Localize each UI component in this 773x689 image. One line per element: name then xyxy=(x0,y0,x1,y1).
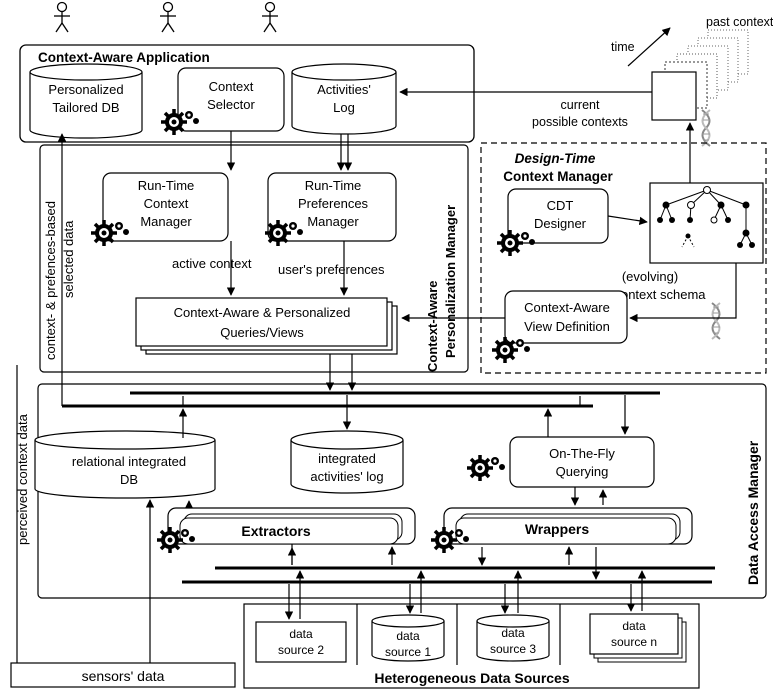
data-source-1-label-2: source 1 xyxy=(385,645,431,659)
data-source-3-label-2: source 3 xyxy=(490,642,536,656)
activities-log-cylinder xyxy=(291,63,397,135)
extractors-label: Extractors xyxy=(241,523,310,539)
sensors-data-box xyxy=(10,662,236,688)
data-source-2-label-2: source 2 xyxy=(278,643,324,657)
integrated-log-label-1: integrated xyxy=(318,451,376,466)
gear-icon xyxy=(465,453,507,483)
time-arrow xyxy=(627,27,671,67)
data-source-3-cylinder xyxy=(476,614,550,662)
queries-views-label-2: Queries/Views xyxy=(220,325,304,340)
context-aware-application-title: Context-Aware Application xyxy=(38,50,210,65)
relational-db-label-2: DB xyxy=(120,472,138,487)
wrappers-label: Wrappers xyxy=(525,521,590,537)
runtime-preferences-manager-label-2: Preferences xyxy=(298,196,369,211)
context-schema-label-1: (evolving) xyxy=(622,269,678,284)
runtime-preferences-manager-box xyxy=(267,172,397,242)
cdt-designer-label-1: CDT xyxy=(547,198,574,213)
view-definition-label-2: View Definition xyxy=(524,319,610,334)
integrated-log-label-2: activities' log xyxy=(310,469,383,484)
data-source-3-label-1: data xyxy=(501,626,525,640)
extractors-box xyxy=(167,507,416,545)
context-selector-label-1: Context xyxy=(209,79,254,94)
data-source-n-label-1: data xyxy=(622,619,646,633)
data-source-2-box xyxy=(255,621,347,663)
cdt-to-schema-arrow xyxy=(607,215,648,226)
user-actor-icon xyxy=(53,1,71,33)
queries-views-box xyxy=(135,297,398,355)
relational-db-cylinder xyxy=(34,430,216,499)
activities-log-label-1: Activities' xyxy=(317,82,371,97)
perceived-context-label: perceived context data xyxy=(15,413,30,545)
context-selector-label-2: Selector xyxy=(207,97,255,112)
heterogeneous-sources-title: Heterogeneous Data Sources xyxy=(374,670,569,686)
runtime-preferences-manager-label-3: Manager xyxy=(307,214,359,229)
heterogeneous-sources-box xyxy=(243,603,700,689)
queries-views-label-1: Context-Aware & Personalized xyxy=(174,305,351,320)
otf-querying-box xyxy=(509,436,655,488)
view-definition-box xyxy=(504,290,628,344)
otf-querying-label-2: Querying xyxy=(556,464,609,479)
runtime-context-manager-label-2: Context xyxy=(144,196,189,211)
tailored-db-cylinder xyxy=(29,63,143,139)
data-source-1-label-1: data xyxy=(396,629,420,643)
dna-helix-icon xyxy=(701,109,711,147)
personalization-manager-title-2: Personalization Manager xyxy=(443,205,458,358)
runtime-context-manager-label-1: Run-Time xyxy=(138,178,195,193)
wrappers-box xyxy=(443,507,693,545)
design-time-title-1: Design-Time xyxy=(515,151,596,166)
selected-data-label-2: selected data xyxy=(61,220,76,298)
view-definition-label-1: Context-Aware xyxy=(524,300,610,315)
past-contexts-stack xyxy=(651,29,749,121)
relational-db-label-1: relational integrated xyxy=(72,454,186,469)
past-contexts-label: past contexts xyxy=(706,15,773,29)
data-source-n-label-2: source n xyxy=(611,635,657,649)
sensors-data-label: sensors' data xyxy=(82,668,165,684)
data-source-n-box xyxy=(589,613,687,663)
data-source-2-label-1: data xyxy=(289,627,313,641)
cdt-designer-label-2: Designer xyxy=(534,216,587,231)
activities-log-label-2: Log xyxy=(333,100,355,115)
selected-data-label-1: context- & prefences-based xyxy=(43,201,58,360)
user-actor-icon xyxy=(159,1,177,33)
context-schema-label-2: context schema xyxy=(614,287,706,302)
current-contexts-label-2: possible contexts xyxy=(532,115,628,129)
otf-querying-label-1: On-The-Fly xyxy=(549,446,615,461)
runtime-context-manager-box xyxy=(102,172,229,242)
user-actor-icon xyxy=(261,1,279,33)
user-actors xyxy=(53,1,279,33)
tailored-db-label-1: Personalized xyxy=(48,82,123,97)
context-schema-tree xyxy=(649,182,764,264)
personalization-manager-title-1: Context-Aware xyxy=(425,280,440,372)
runtime-context-manager-label-3: Manager xyxy=(140,214,192,229)
personalization-manager-box xyxy=(39,144,469,373)
integrated-log-cylinder xyxy=(290,430,404,494)
design-time-manager-box xyxy=(480,142,767,374)
design-time-title-2: Context Manager xyxy=(503,169,613,184)
active-context-label: active context xyxy=(172,256,252,271)
tailored-db-label-2: Tailored DB xyxy=(52,100,119,115)
data-access-manager-title: Data Access Manager xyxy=(745,440,761,585)
data-buses xyxy=(62,391,715,584)
data-source-1-cylinder xyxy=(371,614,445,662)
context-aware-application-box xyxy=(19,44,475,143)
runtime-preferences-manager-label-1: Run-Time xyxy=(305,178,362,193)
time-label: time xyxy=(611,40,635,54)
current-contexts-label-1: current xyxy=(561,98,600,112)
flow-arrows xyxy=(16,87,737,663)
dna-helix-icon xyxy=(711,302,721,340)
users-preferences-label: user's preferences xyxy=(278,262,385,277)
